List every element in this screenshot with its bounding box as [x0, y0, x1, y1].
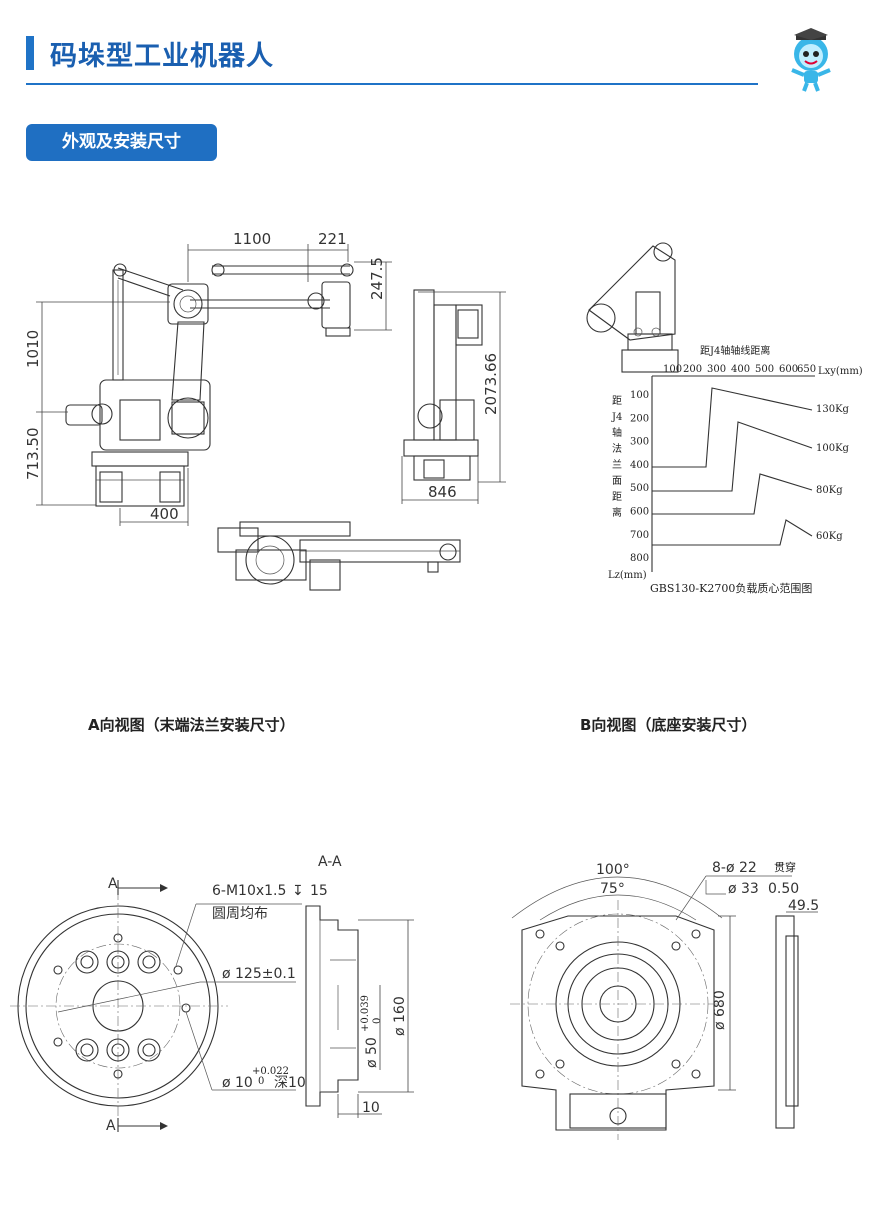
chart-y-label-char: 距: [612, 395, 622, 407]
load-80kg: 80Kg: [816, 485, 843, 496]
view-a-caption: A向视图（末端法兰安装尺寸）: [88, 716, 295, 734]
chart-x-tick: 300: [707, 364, 726, 375]
chart-x-tick: 200: [683, 364, 702, 375]
chart-y-tick: 300: [630, 437, 649, 448]
chart-y-label-char: J4: [611, 412, 622, 423]
chart-y-label-char: 法: [612, 442, 622, 455]
counterbore-label: ø 33: [728, 881, 759, 897]
angle-75: 75°: [600, 881, 625, 897]
chart-x-tick: 650: [797, 364, 816, 375]
robot-front-view: 2073.66 846: [401, 289, 506, 504]
dim-1010: 1010: [24, 330, 42, 368]
pcd-label: ø 125±0.1: [222, 966, 296, 982]
chart-y-tick: 700: [630, 530, 649, 541]
chart-y-tick: 600: [630, 507, 649, 518]
pin-tol-dn: 0: [258, 1076, 264, 1087]
robot-top-view: [217, 521, 461, 591]
title-accent-bar: [26, 36, 34, 70]
dim-d50: ø 50: [364, 1037, 380, 1068]
pin-hole-label: ø 10: [222, 1075, 253, 1091]
robot-side-view: 1100 221 247.5 1010 713.50 400: [24, 230, 392, 526]
dim-846: 846: [428, 483, 457, 501]
chart-y-unit: Lz(mm): [608, 570, 647, 581]
chart-y-tick: 400: [630, 460, 649, 471]
d50-tol-up: +0.039: [360, 995, 371, 1032]
chart-y-label-char: 离: [612, 506, 622, 519]
thread-depth: 15: [310, 883, 328, 899]
chart-y-label-char: 面: [612, 476, 622, 487]
chart-x-unit: Lxy(mm): [818, 366, 863, 377]
chart-y-tick: 200: [630, 413, 649, 424]
chart-y-label-char: 距: [612, 491, 622, 503]
section-label: A-A: [318, 854, 342, 870]
mascot-logo: [791, 28, 831, 92]
holes-spec: 8-ø 22: [712, 860, 757, 876]
load-60kg: 60Kg: [816, 531, 843, 542]
dim-247-5: 247.5: [368, 257, 386, 300]
dim-1100: 1100: [233, 230, 271, 248]
load-100kg: 100Kg: [816, 443, 850, 454]
section-tab-appearance: 外观及安装尺寸: [26, 124, 217, 161]
chart-y-tick: 100: [630, 390, 649, 401]
chart-caption: GBS130-K2700负载质心范围图: [650, 581, 812, 595]
dim-713-50: 713.50: [24, 428, 42, 481]
chart-y-label-char: 轴: [612, 426, 622, 439]
a-mark-top: A: [108, 876, 118, 892]
chart-x-tick: 100: [663, 364, 682, 375]
view-b-caption: B向视图（底座安装尺寸）: [580, 716, 757, 734]
thread-spec: 6-M10x1.5: [212, 883, 286, 899]
page-title: 码垛型工业机器人: [50, 41, 274, 72]
d50-tol-dn: 0: [372, 1018, 383, 1024]
chart-top-label: 距J4轴轴线距离: [700, 344, 770, 357]
dim-2073-66: 2073.66: [482, 353, 500, 415]
pin-tol-up: +0.022: [252, 1066, 289, 1077]
dim-d160: ø 160: [392, 996, 408, 1036]
dim-10: 10: [362, 1100, 380, 1116]
a-mark-bottom: A: [106, 1118, 116, 1134]
counterbore-depth: 0.50: [768, 881, 799, 897]
flange-view: A A 6-M10x1.5 ↧ 15 圆周均布 ø 125±0.1 ø 10 +…: [10, 854, 414, 1134]
load-130kg: 130Kg: [816, 404, 850, 415]
chart-y-tick: 800: [630, 553, 649, 564]
holes-note: 贯穿: [774, 860, 796, 874]
angle-100: 100°: [596, 862, 630, 878]
dim-49-5: 49.5: [788, 898, 819, 914]
pin-depth: 深10: [274, 1075, 306, 1091]
title-divider: [26, 83, 758, 85]
chart-x-tick: 400: [731, 364, 750, 375]
chart-x-tick: 500: [755, 364, 774, 375]
thread-note: 圆周均布: [212, 906, 268, 922]
chart-y-label-char: 兰: [612, 458, 622, 471]
base-view: 100° 75° 8-ø 22 贯穿 ø 33 0.50 ø 680 49.5: [510, 860, 819, 1140]
dim-d680: ø 680: [712, 990, 728, 1030]
chart-x-tick: 600: [779, 364, 798, 375]
dim-221: 221: [318, 230, 347, 248]
chart-y-tick: 500: [630, 483, 649, 494]
thread-depth-symbol: ↧: [292, 883, 304, 899]
dim-400: 400: [150, 505, 179, 523]
